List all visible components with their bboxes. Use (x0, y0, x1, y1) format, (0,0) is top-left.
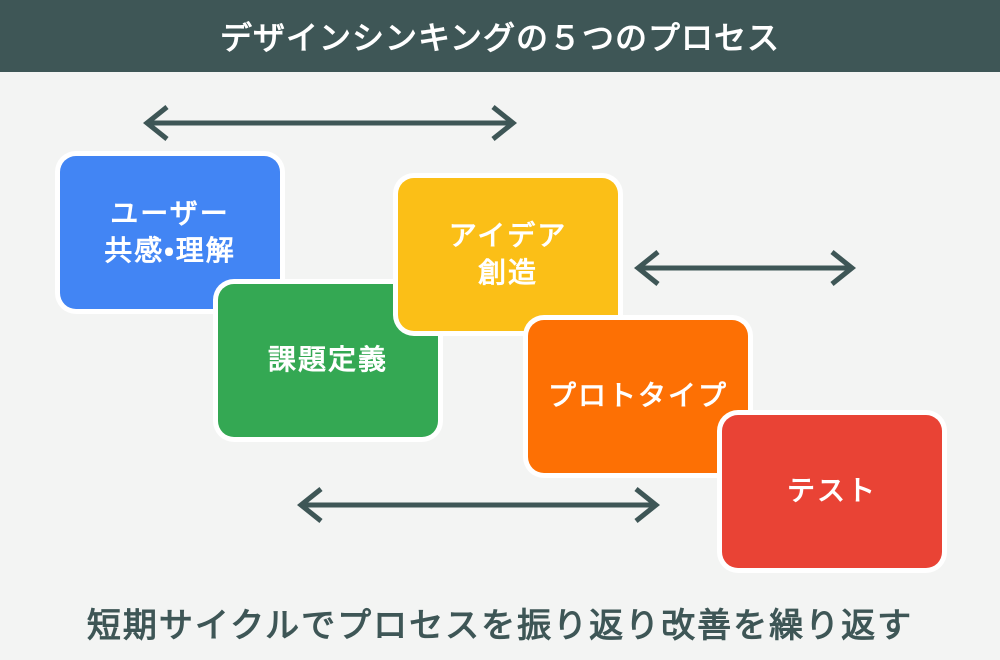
step-label-test: テスト (787, 473, 877, 509)
footer-caption: 短期サイクルでプロセスを振り返り改善を繰り返す (86, 607, 914, 645)
step-card-test: テスト (722, 415, 942, 568)
double-arrow-top-icon (143, 103, 517, 143)
title-bar: デザインシンキングの５つのプロセス (0, 0, 1000, 72)
step-label-prototype: プロトタイプ (548, 378, 728, 414)
step-label-user-empathy: ユーザー 共感・理解 (104, 196, 236, 269)
step-card-prototype: プロトタイプ (528, 320, 748, 473)
double-arrow-bottom-icon (297, 485, 660, 525)
step-card-user-empathy: ユーザー 共感・理解 (60, 156, 280, 309)
step-label-line: 共感・理解 (104, 234, 236, 266)
step-label-line: テスト (786, 475, 877, 507)
step-label-line: プロトタイプ (547, 380, 728, 412)
step-card-ideation: アイデア 創造 (398, 178, 618, 331)
step-label-ideation: アイデア 創造 (449, 218, 568, 291)
step-label-line: ユーザー (110, 198, 230, 230)
step-label-line: 創造 (477, 256, 538, 288)
page-title: デザインシンキングの５つのプロセス (219, 20, 781, 56)
step-label-problem-definition: 課題定義 (268, 342, 388, 378)
step-label-line: アイデア (448, 220, 568, 252)
step-label-line: 課題定義 (267, 344, 388, 376)
double-arrow-right-icon (634, 248, 856, 288)
